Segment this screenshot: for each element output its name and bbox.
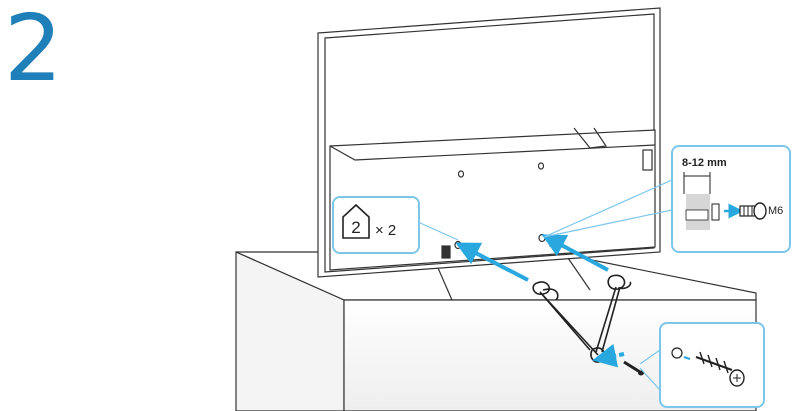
step-number: 2 — [4, 0, 63, 102]
strap-icon — [532, 274, 632, 363]
screw-size-label: M6 — [768, 205, 783, 217]
callout-part-quantity: 2 × 2 — [332, 196, 420, 254]
part-number: 2 — [351, 218, 360, 237]
tv-back — [317, 7, 661, 301]
wood-screw-icon — [695, 351, 745, 387]
callout-wall-screw — [659, 322, 765, 408]
arrow-icon — [455, 234, 625, 368]
callout-screw-spec: 8-12 mm M6 — [671, 145, 791, 253]
part-quantity: × 2 — [375, 222, 396, 239]
wood-screw-icon — [623, 360, 644, 376]
callout-leaders — [417, 179, 673, 391]
part-house-icon — [342, 203, 370, 239]
screw-length-label: 8-12 mm — [682, 157, 727, 169]
machine-screw-icon — [739, 202, 767, 220]
